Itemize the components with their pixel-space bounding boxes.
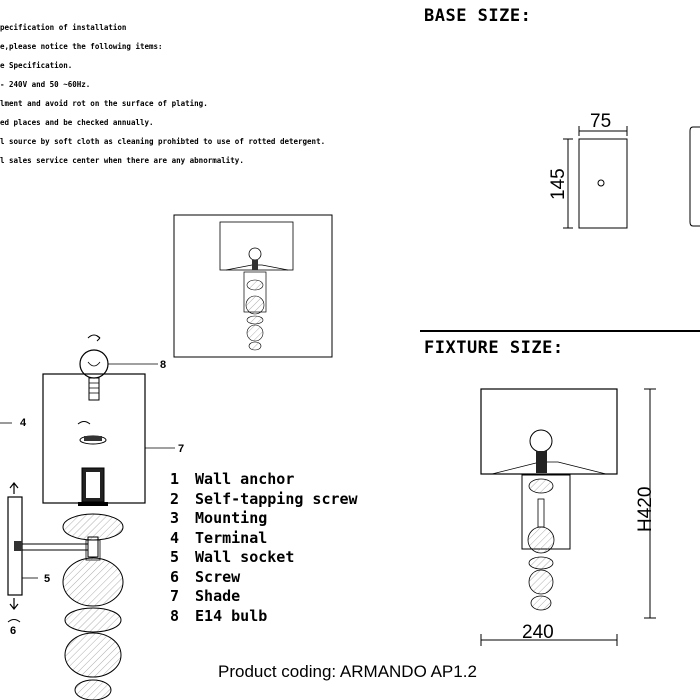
base-width-label: 75 xyxy=(590,111,611,132)
part-item: 8 E14 bulb xyxy=(170,606,268,625)
fixture-width-label: 240 xyxy=(522,622,554,643)
base-size-drawing: 75 145 xyxy=(548,111,700,229)
base-side-view xyxy=(689,126,700,227)
part-item: 1 Wall anchor xyxy=(170,470,295,488)
instruction-line: ed places and be checked annually. xyxy=(0,118,154,127)
fixture-bulb xyxy=(529,429,553,453)
fixture-shade xyxy=(480,388,618,475)
fixture-height-label: H420 xyxy=(635,487,656,532)
instruction-line: lment and avoid rot on the surface of pl… xyxy=(0,99,208,108)
instruction-line: l source by soft cloth as cleaning prohi… xyxy=(0,137,326,146)
part-item: 3 Mounting xyxy=(170,509,268,527)
instruction-line: - 240V and 50 ~60Hz. xyxy=(0,80,91,89)
part-item: 4 Terminal xyxy=(170,528,268,547)
exploded-view: 8 7 4 5 6 xyxy=(0,334,184,700)
assembled-view xyxy=(173,214,333,358)
callout-4: 4 xyxy=(20,417,27,429)
base-plate xyxy=(578,138,628,229)
base-height-label: 145 xyxy=(548,168,569,200)
fixture-socket xyxy=(536,451,547,473)
instruction-line: e Specification. xyxy=(0,61,73,70)
section-divider xyxy=(420,330,700,332)
part-item: 7 Shade xyxy=(170,587,241,605)
callout-7: 7 xyxy=(178,443,184,455)
instruction-line: l sales service center when there are an… xyxy=(0,156,244,165)
parts-list: 1 Wall anchor 2 Self-tapping screw 3 Mou… xyxy=(170,470,358,626)
instruction-line: pecification of installation xyxy=(0,23,127,32)
part-item: 2 Self-tapping screw xyxy=(170,489,358,508)
base-hole xyxy=(597,179,605,187)
base-size-heading: BASE SIZE: xyxy=(424,6,532,26)
callout-8: 8 xyxy=(160,359,166,371)
callout-6: 6 xyxy=(10,625,16,637)
part-item: 5 Wall socket xyxy=(170,548,295,566)
installation-instructions: pecification of installation e,please no… xyxy=(0,18,360,170)
product-coding: Product coding: ARMANDO AP1.2 xyxy=(218,662,477,681)
fixture-size-drawing: 240 H420 xyxy=(480,388,656,646)
part-item: 6 Screw xyxy=(170,567,241,586)
instruction-line: e,please notice the following items: xyxy=(0,42,163,51)
callout-5: 5 xyxy=(44,573,50,585)
fixture-size-heading: FIXTURE SIZE: xyxy=(424,338,564,358)
